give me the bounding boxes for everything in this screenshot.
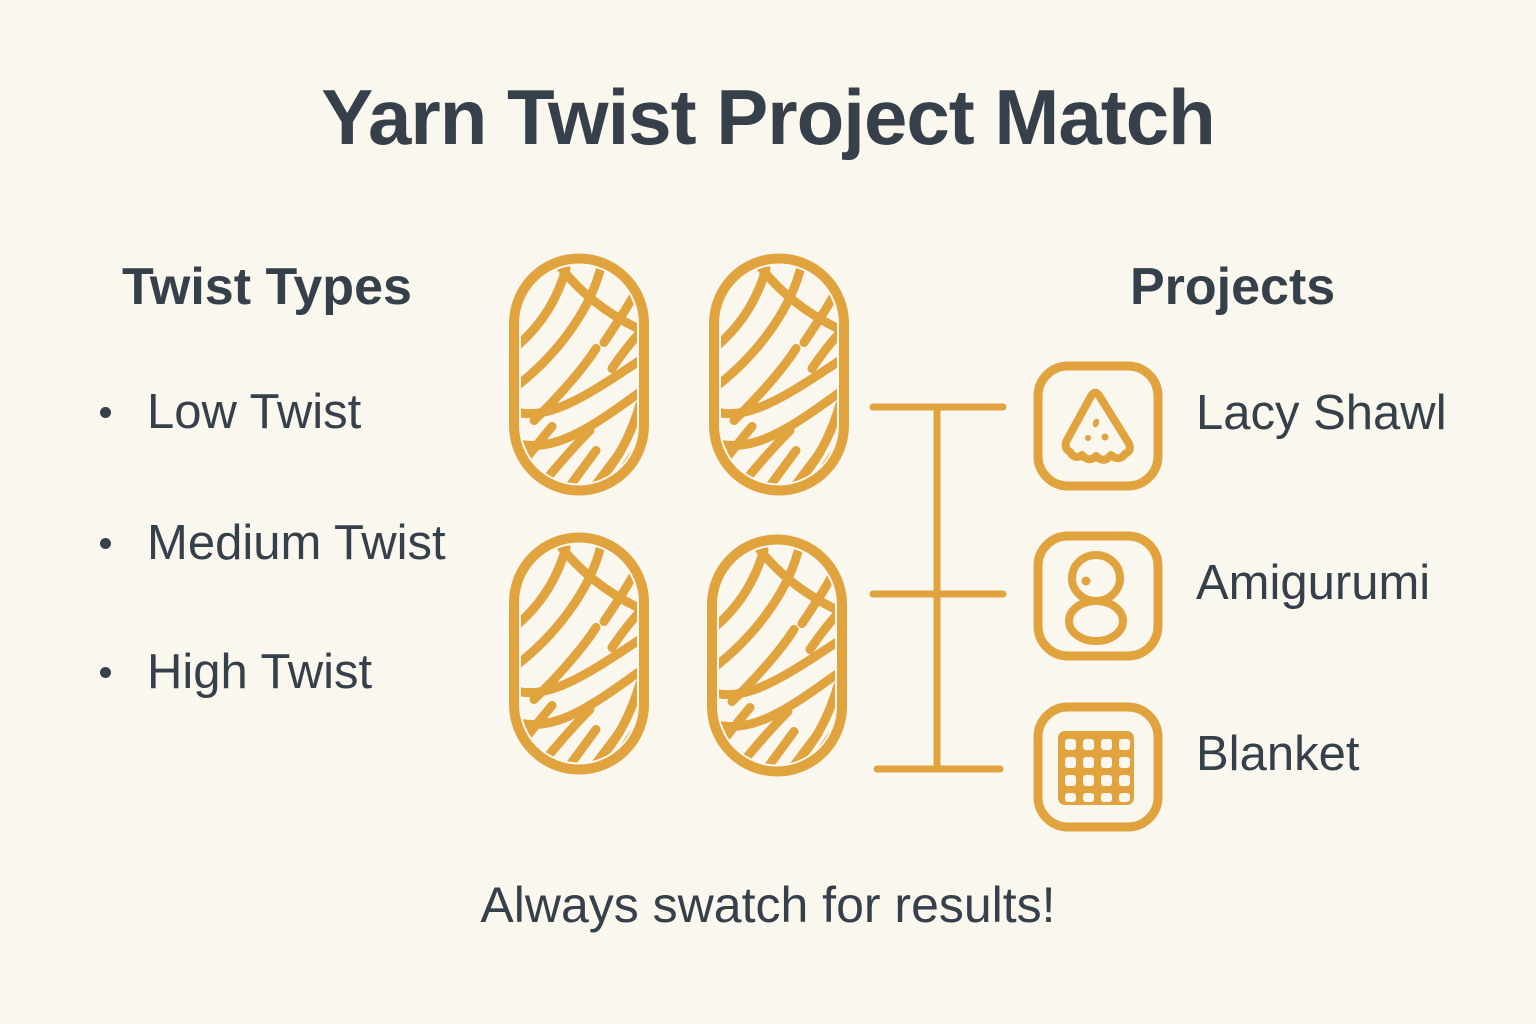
twist-type-item-medium: Medium Twist [100, 512, 446, 574]
footer-note: Always swatch for results! [480, 877, 1056, 933]
bullet-dot [100, 406, 111, 418]
project-item-lacy-shawl: Lacy Shawl [1032, 360, 1447, 492]
shawl-icon [1033, 361, 1163, 491]
connector-lines [869, 403, 1007, 773]
projects-heading: Projects [1130, 258, 1336, 316]
twist-type-label: Low Twist [147, 385, 362, 439]
project-item-blanket: Blanket [1032, 701, 1359, 833]
project-item-amigurumi: Amigurumi [1032, 530, 1430, 662]
yarn-skein-icon [508, 531, 650, 776]
yarn-skein-icon [708, 252, 850, 497]
yarn-skein-icon [508, 252, 650, 497]
twist-type-label: High Twist [147, 645, 373, 699]
blanket-icon [1033, 702, 1163, 832]
bullet-dot [100, 537, 111, 549]
amigurumi-icon [1033, 531, 1163, 661]
twist-type-label: Medium Twist [147, 516, 446, 570]
yarn-skein-icon [706, 533, 848, 778]
project-label: Lacy Shawl [1196, 386, 1447, 440]
page-title: Yarn Twist Project Match [321, 73, 1215, 161]
twist-type-item-high: High Twist [100, 641, 372, 703]
bullet-dot [100, 666, 111, 678]
twist-types-heading: Twist Types [122, 258, 412, 316]
project-label: Amigurumi [1196, 556, 1431, 610]
project-label: Blanket [1196, 727, 1360, 781]
twist-type-item-low: Low Twist [100, 381, 361, 443]
